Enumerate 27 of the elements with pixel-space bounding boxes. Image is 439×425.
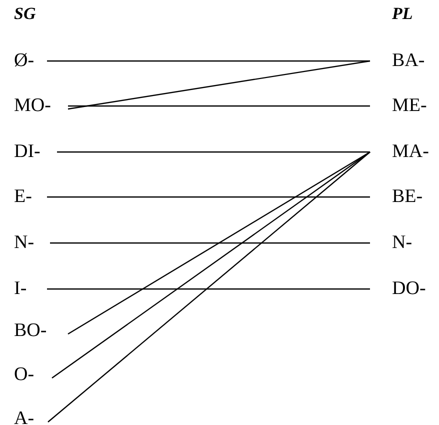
- connector-line: [50, 242, 370, 244]
- morpheme-label: DO-: [392, 278, 426, 300]
- connector-line: [57, 151, 370, 153]
- morpheme-label: ME-: [392, 95, 427, 117]
- connector-line: [47, 288, 370, 290]
- morpheme-label: Ø-: [14, 50, 34, 72]
- morpheme-label: I-: [14, 278, 27, 300]
- column-heading: PL: [392, 3, 413, 25]
- connector-line: [52, 152, 370, 378]
- morpheme-label: BE-: [392, 186, 423, 208]
- connector-line: [47, 196, 370, 198]
- morpheme-label: E-: [14, 186, 32, 208]
- morpheme-label: O-: [14, 364, 34, 386]
- morpheme-label: A-: [14, 408, 34, 425]
- morpheme-label: N-: [14, 232, 34, 254]
- morpheme-label: N-: [392, 232, 412, 254]
- morpheme-label: MA-: [392, 141, 429, 163]
- connector-line: [47, 60, 370, 62]
- connector-line: [68, 151, 370, 335]
- morpheme-label: BO-: [14, 320, 47, 342]
- connector-line: [68, 60, 370, 110]
- connector-line: [48, 152, 370, 422]
- morpheme-label: DI-: [14, 141, 40, 163]
- morpheme-label: MO-: [14, 95, 51, 117]
- column-heading: SG: [14, 3, 36, 25]
- connector-line: [68, 105, 370, 107]
- morpheme-label: BA-: [392, 50, 425, 72]
